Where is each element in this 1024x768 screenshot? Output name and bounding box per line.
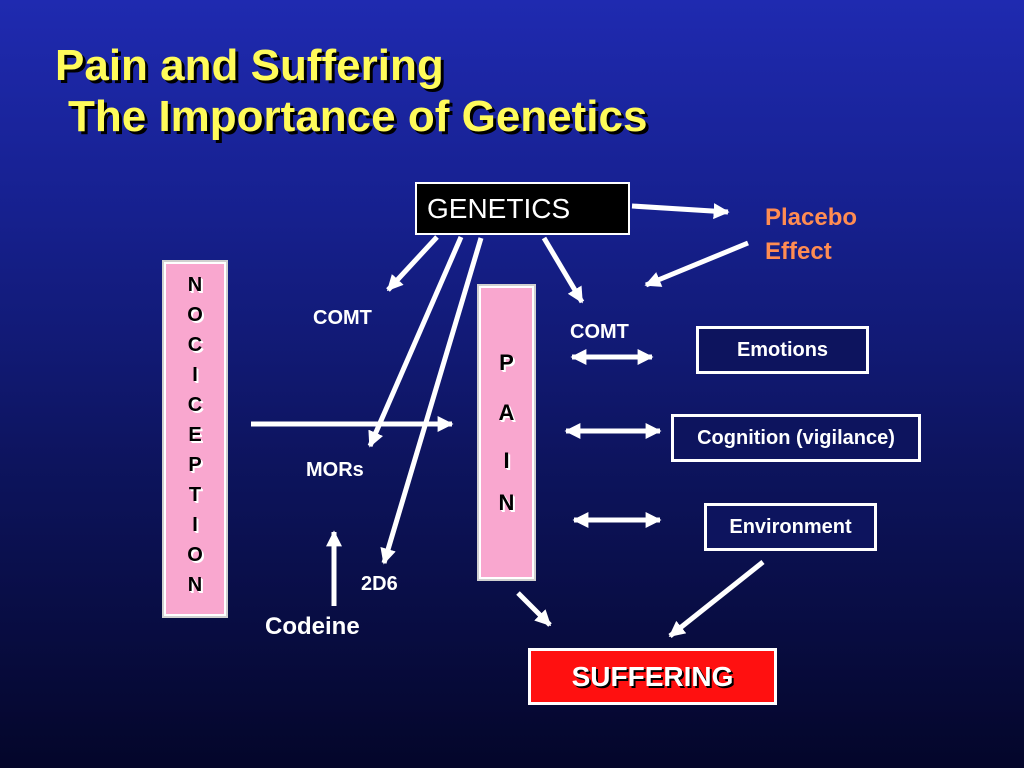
nociception-letter: E xyxy=(188,424,202,446)
pain-letter: N xyxy=(498,490,515,515)
nociception-letter: I xyxy=(192,364,198,386)
arrow-pain-to-suffering xyxy=(516,591,552,627)
slide-title-line1: Pain and Suffering xyxy=(55,41,444,90)
arrow-genetics-to-comt-left xyxy=(386,235,439,292)
arrow-genetics-to-mors xyxy=(367,236,464,448)
nociception-letter: I xyxy=(192,514,198,536)
nociception-letter: O xyxy=(187,544,203,566)
mors-label: MORs xyxy=(306,459,364,481)
arrow-genetics-to-placebo xyxy=(631,203,730,220)
nociception-letter: O xyxy=(187,304,203,326)
arrow-genetics-to-2d6 xyxy=(380,237,484,565)
nociception-letter: C xyxy=(187,334,203,356)
nociception-letter: P xyxy=(188,454,202,476)
pain-letter: A xyxy=(498,400,515,425)
pain-letter: P xyxy=(499,350,514,375)
pain-column: P A I N xyxy=(477,284,536,581)
placebo-effect-label: Placebo Effect xyxy=(765,201,857,269)
slide-title-line2: The Importance of Genetics xyxy=(68,92,648,141)
nociception-letter: N xyxy=(187,574,203,596)
genetics-box: GENETICS xyxy=(415,182,630,235)
comt-left-label: COMT xyxy=(313,307,372,329)
comt-right-label: COMT xyxy=(570,321,629,343)
nociception-column: N O C I C E P T I O N xyxy=(162,260,228,618)
placebo-line2: Effect xyxy=(765,238,832,265)
arrow-placebo-to-pain xyxy=(644,240,749,288)
cognition-box: Cognition (vigilance) xyxy=(671,414,921,462)
2d6-label: 2D6 xyxy=(361,573,398,595)
nociception-letter: T xyxy=(188,484,202,506)
emotions-box: Emotions xyxy=(696,326,869,374)
arrow-environment-to-suffering xyxy=(668,560,765,638)
arrow-genetics-to-comt-right xyxy=(541,236,585,304)
suffering-box: SUFFERING xyxy=(528,648,777,705)
nociception-letter: N xyxy=(187,274,203,296)
nociception-letter: C xyxy=(187,394,203,416)
environment-box: Environment xyxy=(704,503,877,551)
codeine-label: Codeine xyxy=(265,613,360,640)
placebo-line1: Placebo xyxy=(765,204,858,231)
pain-letter: I xyxy=(503,448,510,473)
